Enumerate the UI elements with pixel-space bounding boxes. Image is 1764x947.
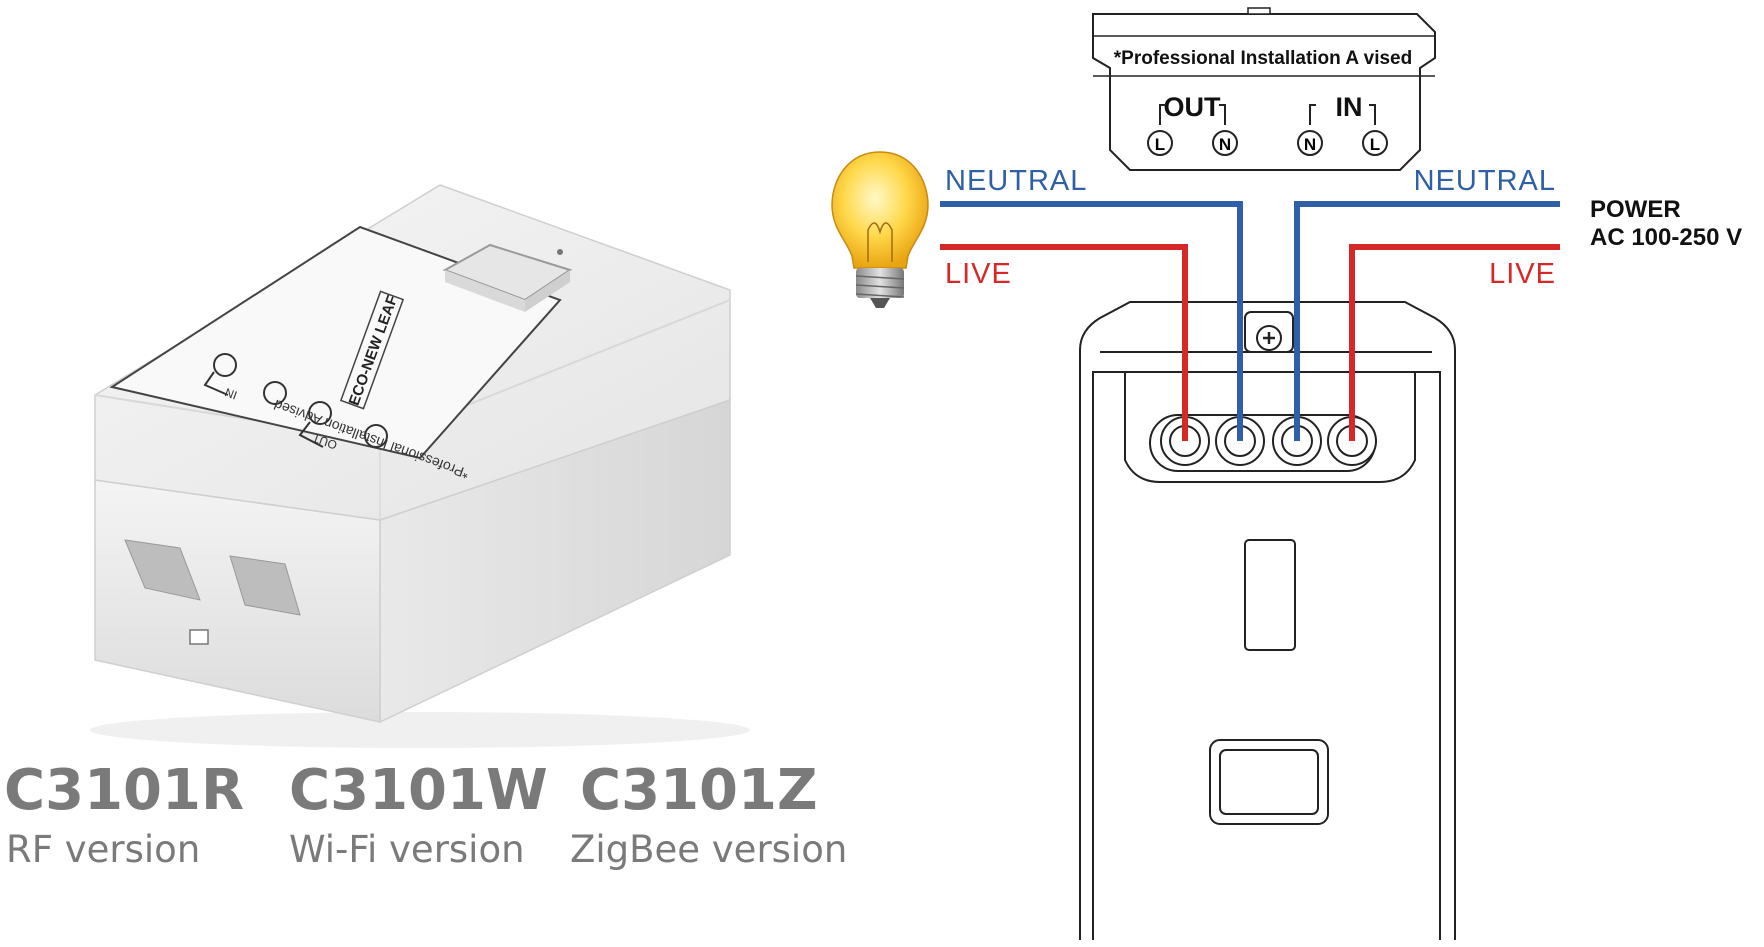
svg-text:L: L: [1370, 135, 1380, 154]
terminal-symbols: [203, 353, 388, 448]
power-label-line2: AC 100-250 V: [1590, 224, 1743, 251]
product-device: IN OUT *Professional Installation Advise…: [90, 184, 750, 748]
model-code-wifi: C3101W: [289, 758, 548, 823]
screw-terminals: [1160, 416, 1377, 466]
header-installation-note: *Professional Installation A vised: [1114, 48, 1412, 69]
svg-text:N: N: [1219, 135, 1231, 154]
connector-header: *Professional Installation A vised OUT I…: [1092, 7, 1436, 171]
left-neutral-label: NEUTRAL: [945, 165, 1087, 197]
out-label: OUT: [1164, 92, 1222, 122]
left-live-label: LIVE: [945, 258, 1012, 290]
model-version-rf: RF version: [6, 828, 201, 871]
model-version-wifi: Wi-Fi version: [289, 828, 525, 871]
header-terminal-l-out: L: [1147, 130, 1173, 156]
wire-entry-slots: [124, 539, 301, 645]
svg-text:N: N: [1304, 135, 1316, 154]
power-label-line1: POWER: [1590, 196, 1681, 223]
neutral-wires: [940, 201, 1560, 441]
model-version-zigbee: ZigBee version: [570, 828, 848, 871]
live-wires: [940, 244, 1560, 441]
header-terminal-n-in: N: [1297, 130, 1323, 156]
header-terminal-l-in: L: [1362, 130, 1388, 156]
right-live-label: LIVE: [1489, 258, 1556, 290]
header-terminal-n-out: N: [1212, 130, 1238, 156]
right-neutral-label: NEUTRAL: [1414, 165, 1556, 197]
svg-text:L: L: [1155, 135, 1165, 154]
in-label: IN: [1336, 92, 1363, 122]
model-code-zigbee: C3101Z: [580, 758, 818, 823]
screw-icon: [1244, 311, 1294, 353]
light-bulb-icon: [831, 151, 929, 308]
power-label: POWER AC 100-250 V: [1590, 196, 1742, 252]
module-body: [1079, 301, 1456, 940]
model-code-rf: C3101R: [4, 758, 245, 823]
plate-in-label: IN: [223, 385, 239, 402]
